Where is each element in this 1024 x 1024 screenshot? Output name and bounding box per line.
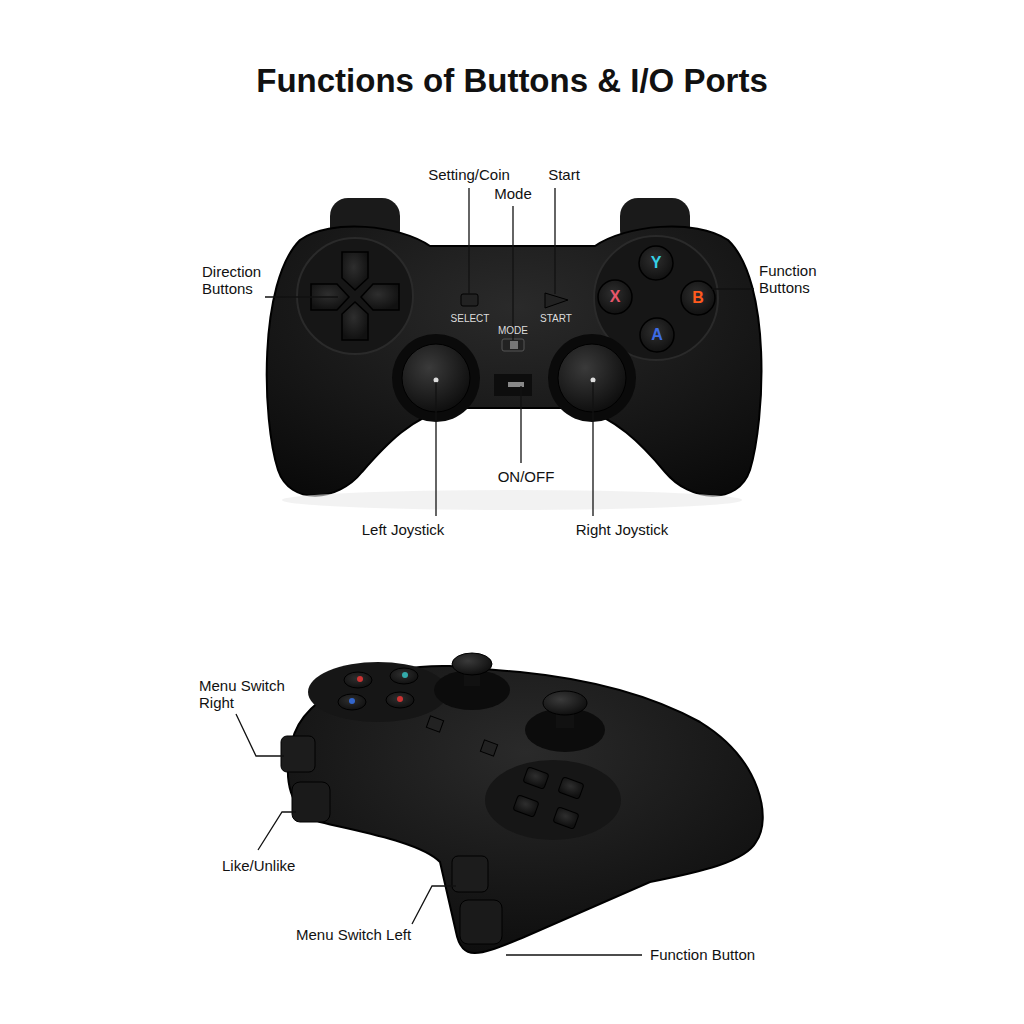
callout-label: Left Joystick bbox=[362, 521, 445, 538]
button-letter: X bbox=[610, 288, 621, 306]
callout-label: ON/OFF bbox=[498, 468, 555, 485]
leader-lines bbox=[236, 714, 642, 955]
button-label: SELECT bbox=[451, 313, 490, 325]
callout-label: Setting/Coin bbox=[428, 166, 510, 183]
callout-label: Menu Switch Right bbox=[199, 677, 299, 712]
callout-label: Function Buttons bbox=[759, 262, 831, 297]
button-letter: A bbox=[651, 326, 663, 344]
callout-label: Direction Buttons bbox=[202, 263, 272, 298]
front-view bbox=[267, 198, 762, 510]
callout-label: Right Joystick bbox=[576, 521, 669, 538]
button-letter: Y bbox=[651, 254, 662, 272]
callout-label: Function Button bbox=[650, 946, 755, 963]
callout-label: Like/Unlike bbox=[222, 857, 295, 874]
page-title: Functions of Buttons & I/O Ports bbox=[256, 62, 767, 100]
callout-label: Mode bbox=[494, 185, 532, 202]
button-label: MODE bbox=[498, 325, 528, 337]
button-letter: B bbox=[692, 289, 704, 307]
side-view bbox=[281, 653, 763, 953]
button-label: START bbox=[540, 313, 572, 325]
leader-lines bbox=[265, 188, 754, 516]
callout-label: Start bbox=[548, 166, 580, 183]
callout-label: Menu Switch Left bbox=[296, 926, 411, 943]
